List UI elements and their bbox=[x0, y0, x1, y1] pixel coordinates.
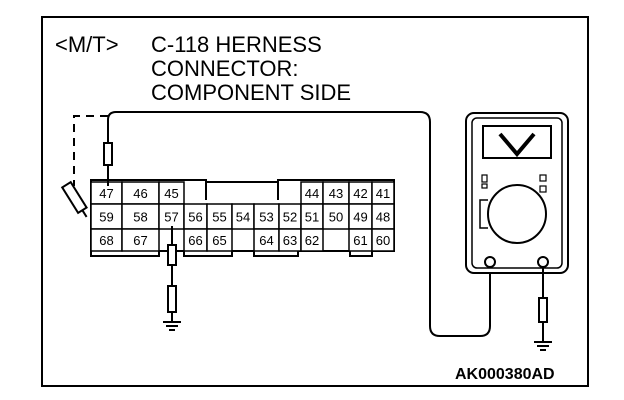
pin-label: 65 bbox=[212, 233, 226, 248]
resistor-meter bbox=[538, 297, 548, 323]
pin-cell bbox=[253, 203, 280, 230]
pin-label: 48 bbox=[376, 210, 390, 225]
pin-cell bbox=[90, 203, 123, 230]
pin-label: 57 bbox=[164, 210, 178, 225]
pin-label: 67 bbox=[133, 233, 147, 248]
connector-key bbox=[205, 182, 279, 200]
pin-label: 41 bbox=[376, 186, 390, 201]
connector-pin-grid: 47 46 45 44 43 42 41 59 58 57 56 55 54 53 52 51 50 49 48 68… bbox=[90, 181, 395, 252]
pin-label: 50 bbox=[329, 210, 343, 225]
pin-cell bbox=[121, 203, 160, 230]
multimeter-dial bbox=[487, 184, 547, 244]
pin-label: 53 bbox=[259, 210, 273, 225]
pin-label: 64 bbox=[259, 233, 273, 248]
pin-cell bbox=[371, 228, 395, 252]
pin-label: 49 bbox=[353, 210, 367, 225]
terminal-v bbox=[537, 256, 549, 268]
title-line-3: COMPONENT SIDE bbox=[151, 80, 352, 105]
resistor-pin57-b bbox=[167, 285, 177, 313]
figure-code: AK000380AD bbox=[455, 366, 555, 383]
test-probe bbox=[60, 180, 88, 218]
multimeter-inner bbox=[471, 117, 563, 269]
pin-label: 51 bbox=[305, 210, 319, 225]
pin-label: 58 bbox=[133, 210, 147, 225]
pin-label: 66 bbox=[188, 233, 202, 248]
ground-symbol-right bbox=[534, 341, 552, 351]
pin-label: 60 bbox=[376, 233, 390, 248]
pin-label: 46 bbox=[133, 186, 147, 201]
dial-scale bbox=[479, 199, 488, 229]
pin-label: 68 bbox=[99, 233, 113, 248]
indicator-right-b bbox=[539, 185, 547, 193]
title-line-1: C-118 HERNESS bbox=[151, 32, 322, 57]
signal-wire bbox=[107, 111, 491, 337]
probe-dashed-line bbox=[73, 115, 108, 186]
pin-label: 56 bbox=[188, 210, 202, 225]
terminal-com bbox=[484, 256, 496, 268]
pin-label: 54 bbox=[236, 210, 250, 225]
pin-label: 43 bbox=[329, 186, 343, 201]
indicator-left-a bbox=[481, 174, 488, 183]
title-line-2: CONNECTOR: bbox=[151, 56, 299, 81]
pin-cell bbox=[121, 228, 160, 252]
indicator-left-b bbox=[481, 183, 488, 189]
pin-label: 44 bbox=[305, 186, 319, 201]
pin-label: 61 bbox=[353, 233, 367, 248]
indicator-right-a bbox=[539, 174, 547, 182]
pin-label: 47 bbox=[99, 186, 113, 201]
pin-label: 55 bbox=[212, 210, 226, 225]
pin-cell bbox=[300, 228, 324, 252]
pin-label: 52 bbox=[283, 210, 297, 225]
pin-label: 59 bbox=[99, 210, 113, 225]
display-symbol-icon bbox=[498, 132, 536, 158]
variant-label: <M/T> bbox=[55, 32, 119, 57]
ground-symbol-left bbox=[163, 321, 181, 331]
resistor-pin57-a bbox=[167, 244, 177, 266]
pin-label: 63 bbox=[283, 233, 297, 248]
pin-label: 42 bbox=[353, 186, 367, 201]
pin-label: 45 bbox=[164, 186, 178, 201]
pin-cell bbox=[206, 228, 233, 252]
pin-label: 62 bbox=[305, 233, 319, 248]
resistor-pin47 bbox=[103, 142, 113, 166]
